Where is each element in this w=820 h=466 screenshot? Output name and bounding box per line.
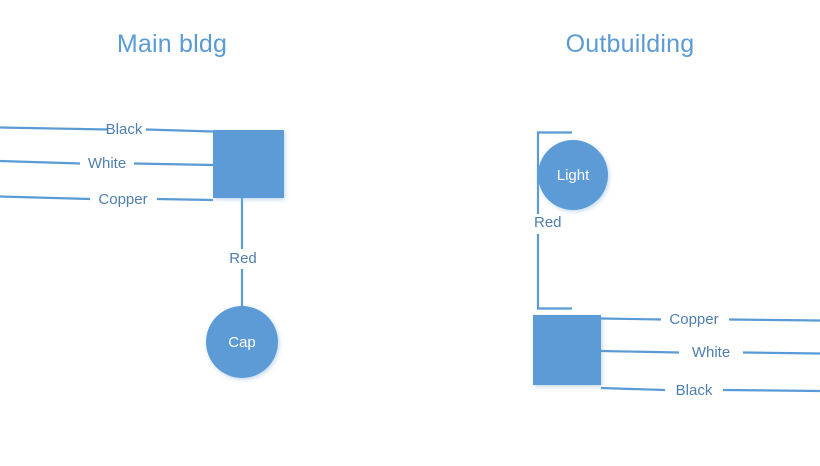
node-cap-circle[interactable] [206, 306, 278, 378]
outbuilding-panel-box[interactable] [533, 315, 601, 385]
wire-white-right-segment [133, 162, 214, 167]
wire-label-red-main: Red [229, 250, 257, 267]
section-title-outbuilding: Outbuilding [566, 30, 695, 58]
wire-label-red-out: Red [534, 214, 562, 231]
section-main-bldg: Main bldg Black White Copper Red Cap [0, 30, 284, 378]
wire-copper-left-segment [0, 195, 91, 201]
wire-label-black-main: Black [106, 121, 143, 138]
wire-copper-out-right-segment [728, 318, 820, 322]
wire-label-white-out: White [692, 344, 730, 361]
wire-black-out-left-segment [600, 386, 666, 392]
section-title-main-bldg: Main bldg [117, 30, 227, 58]
wire-white-out-right-segment [742, 351, 820, 355]
wire-label-copper-out: Copper [669, 311, 718, 328]
wire-white-out-left-segment [600, 349, 680, 354]
wire-copper-out-left-segment [600, 317, 662, 321]
section-outbuilding: Outbuilding Copper White Black Red Light [533, 30, 820, 399]
wire-white-left-segment [0, 159, 81, 165]
node-light-circle[interactable] [538, 140, 608, 210]
wire-label-copper-main: Copper [98, 191, 147, 208]
node-label-cap: Cap [228, 334, 256, 351]
node-label-light: Light [557, 167, 590, 184]
wire-black-right-segment [145, 128, 214, 133]
wire-label-black-out: Black [676, 382, 713, 399]
wire-red-light-lower [536, 234, 572, 310]
wire-label-white-main: White [88, 155, 126, 172]
wire-black-out-right-segment [722, 388, 820, 393]
wire-copper-right-segment [156, 197, 214, 202]
main-panel-box[interactable] [213, 130, 284, 198]
wire-red-light-upper [536, 131, 572, 214]
wire-black-left-segment [0, 126, 109, 131]
